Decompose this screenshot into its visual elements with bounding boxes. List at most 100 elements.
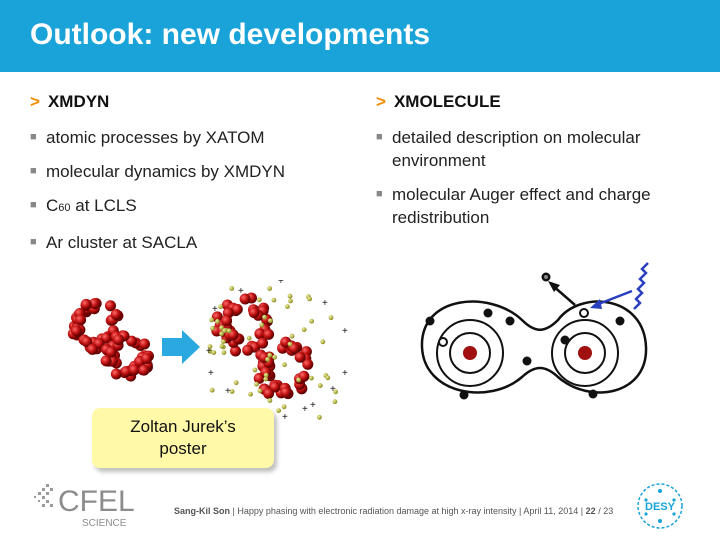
- atom: [141, 353, 153, 364]
- atom: [239, 293, 251, 305]
- charge-marker: +: [225, 386, 231, 397]
- ion: [317, 383, 323, 388]
- atom: [263, 388, 275, 399]
- ion: [252, 367, 258, 373]
- charge-marker: +: [238, 286, 244, 297]
- list-item-text: at LCLS: [75, 196, 137, 215]
- ion: [287, 293, 293, 299]
- ion: [210, 325, 215, 331]
- ion: [263, 372, 269, 378]
- ion: [272, 354, 277, 360]
- ion: [296, 377, 301, 383]
- atom: [294, 351, 306, 363]
- ion: [209, 387, 215, 393]
- cfel-subtitle: SCIENCE: [82, 518, 127, 529]
- bullet-icon: ■: [30, 165, 37, 177]
- ion: [281, 404, 287, 410]
- atom: [231, 303, 243, 315]
- ion: [229, 389, 235, 394]
- ion: [207, 344, 213, 349]
- ion: [288, 298, 293, 304]
- ion: [267, 398, 273, 403]
- ion: [226, 328, 232, 334]
- ion: [333, 389, 338, 395]
- desy-logo: DESY: [637, 483, 683, 529]
- arrow-right-icon: [162, 330, 200, 364]
- ion: [328, 315, 334, 321]
- exploding-cluster: +++++++++++++: [206, 280, 348, 423]
- slide-title: Outlook: new developments: [30, 18, 431, 51]
- xmolecule-column: >XMOLECULE ■ detailed description on mole…: [376, 92, 706, 240]
- list-item-text: detailed description on molecular enviro…: [392, 128, 641, 170]
- ion: [219, 325, 224, 331]
- atom: [105, 300, 116, 312]
- ion: [229, 286, 235, 291]
- footer-separator: |: [580, 506, 584, 516]
- ion: [209, 317, 215, 323]
- list-item: ■ detailed description on molecular envir…: [376, 126, 706, 172]
- ion: [332, 399, 338, 405]
- ion: [268, 318, 273, 324]
- atom: [242, 344, 254, 356]
- list-item: ■atomic processes by XATOM: [30, 126, 360, 149]
- chevron-right-icon: >: [30, 92, 40, 111]
- intact-cluster: [67, 298, 154, 382]
- ion: [309, 375, 314, 381]
- ion: [309, 318, 314, 324]
- atom: [302, 358, 314, 370]
- footer-author: Sang-Kil Son: [174, 506, 230, 516]
- c60-subscript: 60: [58, 202, 71, 214]
- atom: [230, 345, 241, 357]
- atom: [280, 386, 292, 398]
- ion: [222, 328, 228, 334]
- footer-talk-title: Happy phasing with electronic radiation …: [237, 506, 517, 516]
- ion: [320, 339, 326, 345]
- ion: [287, 341, 293, 347]
- footer-page-number: 22: [585, 506, 596, 516]
- atom: [86, 343, 98, 355]
- ion: [325, 375, 331, 381]
- ion: [219, 343, 225, 349]
- footer-separator: |: [519, 506, 522, 516]
- ion: [282, 362, 287, 368]
- charge-marker: +: [342, 326, 348, 337]
- atom: [221, 315, 233, 327]
- atom: [100, 355, 112, 367]
- atom: [211, 311, 223, 323]
- bullet-icon: ■: [30, 199, 37, 211]
- ion: [218, 304, 224, 310]
- ion: [211, 350, 217, 355]
- list-item: ■molecular Auger effect and charge redis…: [376, 183, 706, 229]
- ion: [207, 348, 213, 354]
- atom: [128, 364, 140, 376]
- ion: [248, 391, 254, 397]
- atom: [138, 364, 150, 376]
- list-item: ■C60 at LCLS: [30, 194, 360, 220]
- atom: [81, 336, 93, 348]
- xmolecule-heading: >XMOLECULE: [376, 92, 706, 116]
- footer-date: April 11, 2014: [523, 506, 579, 516]
- footer-separator: |: [232, 506, 235, 516]
- ion: [262, 314, 267, 320]
- charge-marker: +: [302, 404, 308, 415]
- footer-page-total: / 23: [598, 506, 614, 516]
- ion: [219, 331, 225, 337]
- ion: [265, 357, 270, 362]
- charge-marker: +: [212, 304, 218, 315]
- bullet-icon: ■: [376, 131, 383, 143]
- ion: [263, 376, 269, 382]
- ion: [267, 286, 272, 291]
- bullet-icon: ■: [30, 236, 37, 248]
- ion: [276, 408, 282, 413]
- charge-marker: +: [206, 346, 212, 357]
- charge-marker: +: [342, 368, 348, 379]
- cfel-wordmark: CFEL: [58, 485, 135, 518]
- atom: [105, 346, 117, 358]
- molecule-orbital-diagram: [420, 262, 649, 400]
- charge-marker: +: [310, 400, 316, 411]
- ion: [285, 304, 290, 309]
- ion: [301, 327, 307, 332]
- ion: [215, 319, 220, 324]
- atom: [75, 314, 87, 326]
- ion: [221, 350, 227, 355]
